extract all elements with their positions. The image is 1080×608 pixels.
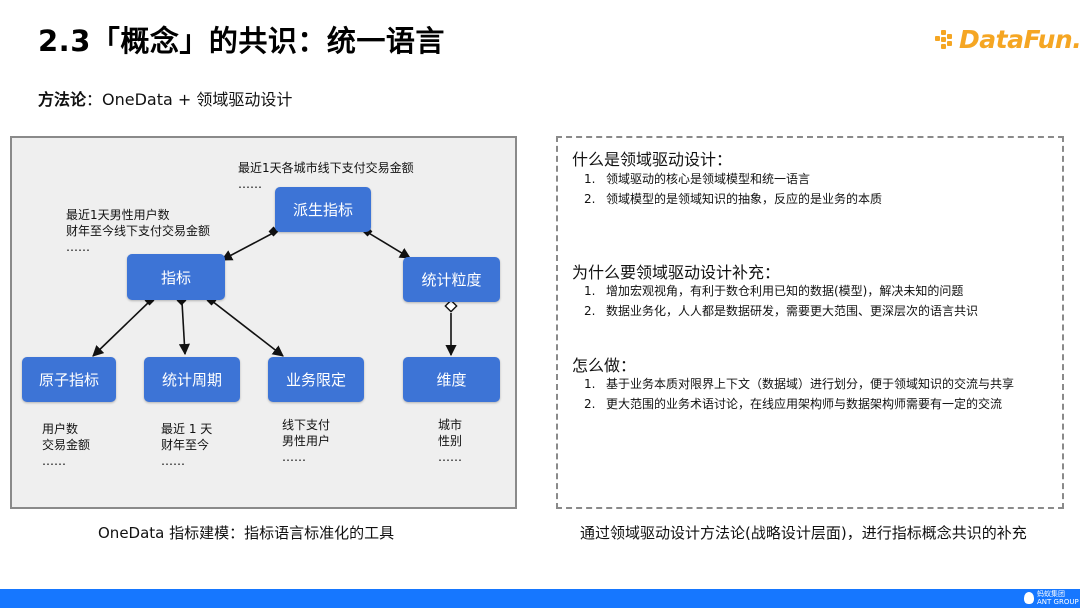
note-business: 线下支付 男性用户 …… xyxy=(282,418,331,464)
list-item: 1.增加宏观视角，有利于数仓利用已知的数据(模型)，解决未知的问题 xyxy=(584,284,964,298)
section-list-how: 1.基于业务本质对限界上下文（数据域）进行划分，便于领域知识的交流与共享 2.更… xyxy=(584,375,1044,415)
note-metric: 最近1天男性用户数 财年至今线下支付交易金额 …… xyxy=(66,208,211,254)
subtitle: 方法论：OneData + 领域驱动设计 xyxy=(38,86,292,110)
node-business-limit: 业务限定 xyxy=(268,357,364,402)
subtitle-sep: ： xyxy=(86,90,103,109)
section-heading-why: 为什么要领域驱动设计补充： xyxy=(572,263,781,282)
note-atomic: 用户数 交易金额 …… xyxy=(42,422,91,468)
ant-group-logo: 蚂蚁集团 ANT GROUP xyxy=(1024,590,1079,606)
section-heading-what: 什么是领域驱动设计： xyxy=(572,150,733,169)
node-atomic-metric: 原子指标 xyxy=(22,357,116,402)
note-derived: 最近1天各城市线下支付交易金额 …… xyxy=(238,161,414,191)
section-list-what: 1.领域驱动的核心是领域模型和统一语言 2.领域模型的是领域知识的抽象，反应的是… xyxy=(584,170,1044,210)
right-caption: 通过领域驱动设计方法论(战略设计层面)，进行指标概念共识的补充 xyxy=(580,524,1027,542)
subtitle-label: 方法论 xyxy=(38,90,87,109)
ant-icon xyxy=(1024,592,1034,604)
logo-dots-icon xyxy=(935,28,957,50)
node-period: 统计周期 xyxy=(144,357,240,402)
node-dimension: 维度 xyxy=(403,357,500,402)
list-item: 2.数据业务化，人人都是数据研发，需要更大范围、更深层次的语言共识 xyxy=(584,304,979,318)
list-item: 1.领域驱动的核心是领域模型和统一语言 xyxy=(584,172,811,186)
note-period: 最近 1 天 财年至今 …… xyxy=(161,422,213,468)
node-granularity: 统计粒度 xyxy=(403,257,500,302)
logo-text: DataFun. xyxy=(959,24,1080,54)
node-metric: 指标 xyxy=(127,254,225,300)
subtitle-text: OneData + 领域驱动设计 xyxy=(102,90,293,109)
page-title: 2.3「概念」的共识：统一语言 xyxy=(38,24,445,58)
list-item: 1.基于业务本质对限界上下文（数据域）进行划分，便于领域知识的交流与共享 xyxy=(584,377,1015,391)
note-dimension: 城市 性别 …… xyxy=(438,418,463,464)
node-derived-metric: 派生指标 xyxy=(275,187,371,232)
list-item: 2.更大范围的业务术语讨论，在线应用架构师与数据架构师需要有一定的交流 xyxy=(584,397,1003,411)
datafun-logo: DataFun. xyxy=(935,22,1080,56)
footer-bar xyxy=(0,589,1080,608)
section-list-why: 1.增加宏观视角，有利于数仓利用已知的数据(模型)，解决未知的问题 2.数据业务… xyxy=(584,282,1044,322)
section-heading-how: 怎么做： xyxy=(572,356,637,375)
left-caption: OneData 指标建模：指标语言标准化的工具 xyxy=(98,524,395,542)
list-item: 2.领域模型的是领域知识的抽象，反应的是业务的本质 xyxy=(584,192,883,206)
ddd-text-panel xyxy=(556,136,1064,509)
